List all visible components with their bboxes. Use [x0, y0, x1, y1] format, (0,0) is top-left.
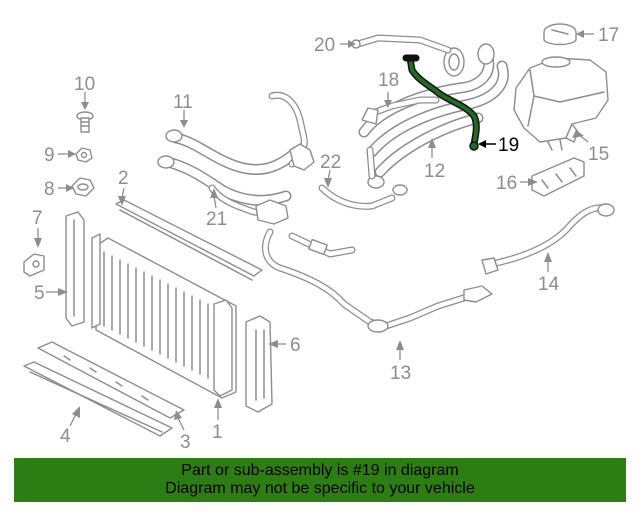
- hose-14: [481, 203, 615, 275]
- upper-hose: [157, 91, 315, 206]
- callout-9: 9: [44, 145, 55, 166]
- leader-lines: [34, 30, 594, 431]
- radiator: [91, 233, 237, 399]
- lower-deflector: [37, 341, 185, 419]
- callout-5: 5: [34, 283, 45, 304]
- tank-bracket: [531, 157, 585, 197]
- banner-line-1: Part or sub-assembly is #19 in diagram: [181, 462, 459, 479]
- callout-21: 21: [206, 209, 227, 230]
- grommet: [71, 177, 95, 197]
- callout-3: 3: [180, 432, 191, 453]
- hose-18: [361, 96, 440, 125]
- callout-1: 1: [212, 422, 223, 443]
- callout-13: 13: [390, 363, 411, 384]
- side-seal-right: [245, 315, 273, 413]
- callout-17: 17: [598, 25, 619, 46]
- callout-16: 16: [496, 173, 517, 194]
- expansion-tank: [513, 56, 609, 151]
- callout-14: 14: [538, 274, 560, 295]
- side-seal-left: [65, 211, 85, 327]
- callout-4: 4: [60, 426, 71, 447]
- callout-labels: 1 2 3 4 5 6 7 8 9 10 11 12 13 14 15 16 1…: [32, 25, 619, 453]
- callout-15: 15: [588, 144, 609, 165]
- vent-line: [351, 34, 452, 54]
- callout-7: 7: [32, 208, 43, 229]
- lower-seal: [23, 361, 173, 437]
- nut: [75, 147, 93, 163]
- callout-18: 18: [378, 70, 399, 91]
- bolt: [76, 111, 94, 133]
- callout-12: 12: [424, 161, 445, 182]
- hose-22: [318, 146, 396, 210]
- callout-22: 22: [320, 152, 341, 173]
- callout-11: 11: [173, 92, 193, 113]
- callout-8: 8: [44, 179, 55, 200]
- coolant-line-13: [261, 228, 493, 333]
- info-banner: Part or sub-assembly is #19 in diagram D…: [14, 458, 626, 502]
- parts-diagram: 1 2 3 4 5 6 7 8 9 10 11 12 13 14 15 16 1…: [23, 23, 619, 453]
- expansion-tank-cap: [543, 23, 577, 46]
- callout-19: 19: [498, 135, 519, 156]
- highlighted-hose-19[interactable]: [402, 54, 480, 151]
- callout-2: 2: [118, 168, 129, 189]
- banner-line-2: Diagram may not be specific to your vehi…: [165, 480, 475, 497]
- callout-20: 20: [314, 35, 335, 56]
- callout-6: 6: [290, 335, 301, 356]
- bracket: [23, 253, 45, 277]
- callout-10: 10: [74, 74, 95, 95]
